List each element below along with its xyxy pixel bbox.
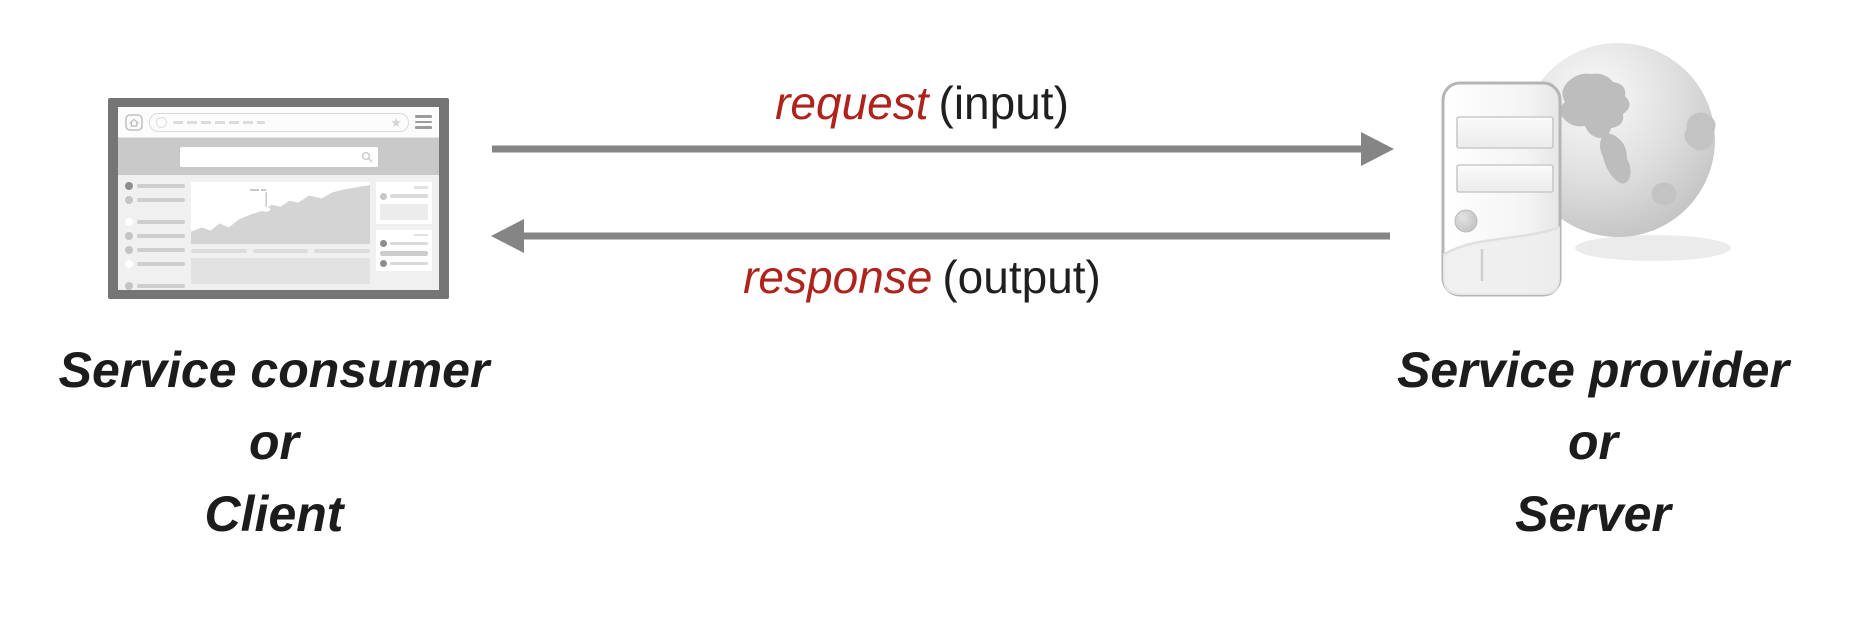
area-chart-placeholder [191, 182, 370, 244]
globe-icon [1521, 43, 1716, 237]
browser-window: ★ [118, 107, 439, 290]
server-illustration [1441, 43, 1731, 297]
client-browser-illustration: ★ [108, 98, 449, 299]
search-input [179, 146, 378, 167]
drive-bay-slot [1456, 164, 1554, 193]
power-button [1454, 209, 1478, 233]
menu-icon [415, 115, 432, 129]
sidebar-skeleton [125, 182, 185, 290]
card-placeholder [376, 229, 432, 271]
request-arrow [492, 132, 1394, 166]
browser-content [118, 175, 439, 290]
content-block-placeholder [191, 258, 370, 284]
response-arrow [491, 219, 1390, 253]
request-label: request(input) [442, 76, 1402, 130]
server-label-line-3: Server [1515, 486, 1671, 542]
globe-shadow [1575, 235, 1731, 261]
main-content-skeleton [191, 182, 371, 290]
home-icon [125, 113, 143, 131]
client-label: Service consumer or Client [24, 334, 524, 550]
address-bar: ★ [149, 112, 409, 132]
server-tower-icon [1441, 81, 1562, 297]
server-label-line-2: or [1568, 414, 1618, 470]
search-icon [361, 151, 372, 162]
response-label: response(output) [442, 250, 1402, 304]
server-label-line-1: Service provider [1397, 342, 1789, 398]
url-placeholder [173, 120, 265, 124]
response-keyword: response [743, 251, 933, 303]
text-placeholder-row [191, 249, 371, 253]
client-label-line-1: Service consumer [58, 342, 490, 398]
client-label-line-3: Client [204, 486, 344, 542]
star-icon: ★ [390, 114, 402, 130]
search-band [118, 138, 439, 175]
request-annotation: (input) [938, 77, 1069, 129]
client-label-line-2: or [249, 414, 299, 470]
response-annotation: (output) [942, 251, 1101, 303]
right-rail-skeleton [376, 182, 432, 290]
browser-toolbar: ★ [118, 107, 439, 138]
server-label: Service provider or Server [1343, 334, 1843, 550]
site-icon [156, 116, 167, 128]
drive-bay-slot [1456, 116, 1554, 149]
request-keyword: request [775, 77, 929, 129]
card-placeholder [376, 182, 432, 224]
